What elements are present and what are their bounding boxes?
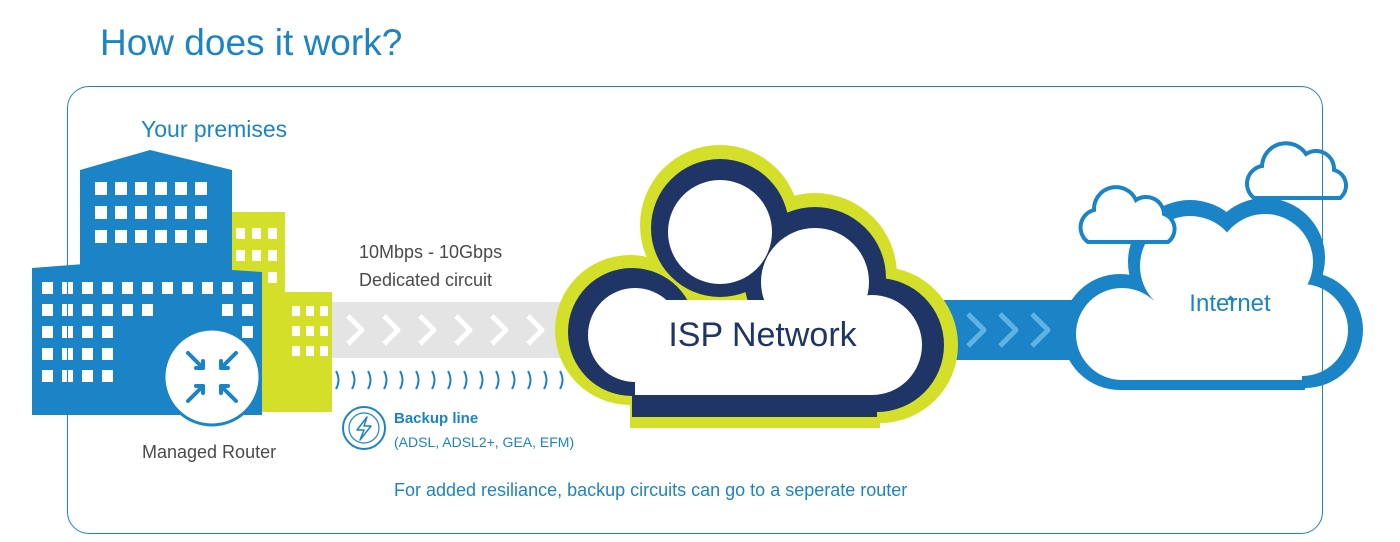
backup-line-title: Backup line: [394, 410, 479, 427]
premises-label: Your premises: [141, 116, 288, 142]
small-cloud-icon-2: [1245, 141, 1348, 200]
isp-cloud-icon: [555, 145, 958, 428]
primary-link-speed: 10Mbps - 10Gbps: [359, 242, 503, 262]
resilience-note: For added resiliance, backup circuits ca…: [394, 480, 908, 500]
isp-network-label: ISP Network: [668, 316, 857, 354]
primary-link-label: 10Mbps - 10Gbps Dedicated circuit: [359, 238, 502, 294]
lightning-icon: [342, 406, 386, 450]
page-title: How does it work?: [100, 22, 403, 63]
backup-line-technologies: (ADSL, ADSL2+, GEA, EFM): [394, 434, 575, 450]
primary-link-type: Dedicated circuit: [359, 270, 493, 290]
primary-link-band: [300, 302, 600, 358]
router-icon: [162, 327, 262, 427]
small-cloud-icon: [1078, 185, 1177, 244]
diagram-frame: [67, 86, 1323, 534]
internet-label: Internet: [1189, 290, 1271, 317]
router-label: Managed Router: [142, 442, 277, 462]
